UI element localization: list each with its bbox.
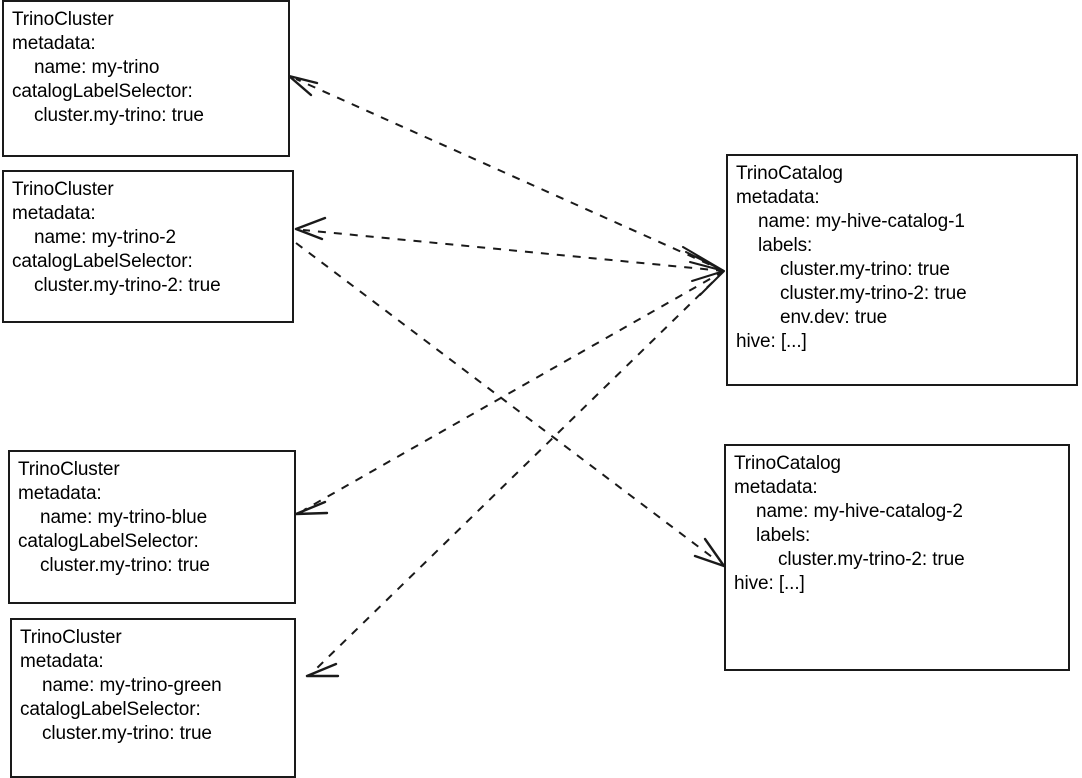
node-line: cluster.my-trino: true — [40, 555, 210, 576]
edge-line — [314, 270, 725, 671]
node-cluster-my-trino-blue[interactable]: TrinoCluster metadata: name: my-trino-bl… — [8, 450, 296, 604]
node-line: name: my-trino — [34, 57, 160, 78]
node-line: catalogLabelSelector: — [20, 699, 201, 720]
edge-line — [303, 270, 725, 511]
node-line: cluster.my-trino: true — [780, 259, 950, 280]
node-line: name: my-trino-2 — [34, 227, 176, 248]
node-line: catalogLabelSelector: — [12, 81, 193, 102]
node-line: hive: [...] — [736, 331, 807, 352]
node-line: labels: — [756, 525, 811, 546]
node-line: metadata: — [734, 477, 818, 498]
arrowhead-icon — [693, 537, 726, 568]
node-line: TrinoCluster — [12, 9, 114, 30]
edge-cluster-my-trino-2-to-catalog2 — [295, 242, 726, 568]
node-line: cluster.my-trino: true — [34, 105, 204, 126]
node-line: name: my-trino-green — [42, 675, 222, 696]
node-line: TrinoCatalog — [734, 453, 841, 474]
node-line: TrinoCluster — [20, 627, 122, 648]
node-cluster-my-trino[interactable]: TrinoCluster metadata: name: my-trino ca… — [2, 0, 290, 157]
node-cluster-my-trino-2[interactable]: TrinoCluster metadata: name: my-trino-2 … — [2, 170, 294, 323]
node-line: env.dev: true — [780, 307, 888, 328]
arrowhead-icon — [305, 662, 340, 678]
node-line: name: my-trino-blue — [40, 507, 208, 528]
node-line: cluster.my-trino-2: true — [778, 549, 965, 570]
edge-catalog1-to-cluster-my-trino-2 — [294, 216, 725, 272]
node-line: metadata: — [736, 187, 820, 208]
node-cluster-my-trino-green[interactable]: TrinoCluster metadata: name: my-trino-gr… — [10, 618, 296, 778]
node-line: metadata: — [12, 203, 96, 224]
node-line: TrinoCatalog — [736, 163, 843, 184]
node-line: TrinoCluster — [12, 179, 114, 200]
edge-catalog1-to-cluster-my-trino-blue — [294, 270, 725, 516]
node-line: catalogLabelSelector: — [18, 531, 199, 552]
node-line: hive: [...] — [734, 573, 805, 594]
edge-fan-detail — [682, 246, 725, 296]
edge-fan-lines — [682, 246, 725, 296]
arrowhead-icon — [287, 74, 319, 97]
edge-catalog1-to-cluster-my-trino — [287, 74, 725, 272]
node-line: cluster.my-trino-2: true — [34, 275, 221, 296]
node-line: TrinoCluster — [18, 459, 120, 480]
node-line: name: my-hive-catalog-1 — [758, 211, 965, 232]
node-line: cluster.my-trino: true — [42, 723, 212, 744]
node-line: cluster.my-trino-2: true — [780, 283, 967, 304]
edge-line — [295, 242, 717, 561]
arrowhead-icon — [294, 216, 327, 241]
node-line: labels: — [758, 235, 813, 256]
node-line: metadata: — [18, 483, 102, 504]
edge-line — [295, 78, 725, 272]
arrowhead-icon — [294, 500, 329, 516]
node-line: name: my-hive-catalog-2 — [756, 501, 963, 522]
node-line: metadata: — [20, 651, 104, 672]
node-line: catalogLabelSelector: — [12, 251, 193, 272]
node-line: metadata: — [12, 33, 96, 54]
node-catalog-my-hive-catalog-2[interactable]: TrinoCatalog metadata: name: my-hive-cat… — [724, 444, 1070, 671]
edge-catalog1-to-cluster-my-trino-green — [305, 270, 725, 678]
node-catalog-my-hive-catalog-1[interactable]: TrinoCatalog metadata: name: my-hive-cat… — [726, 154, 1078, 386]
edge-line — [302, 229, 725, 272]
